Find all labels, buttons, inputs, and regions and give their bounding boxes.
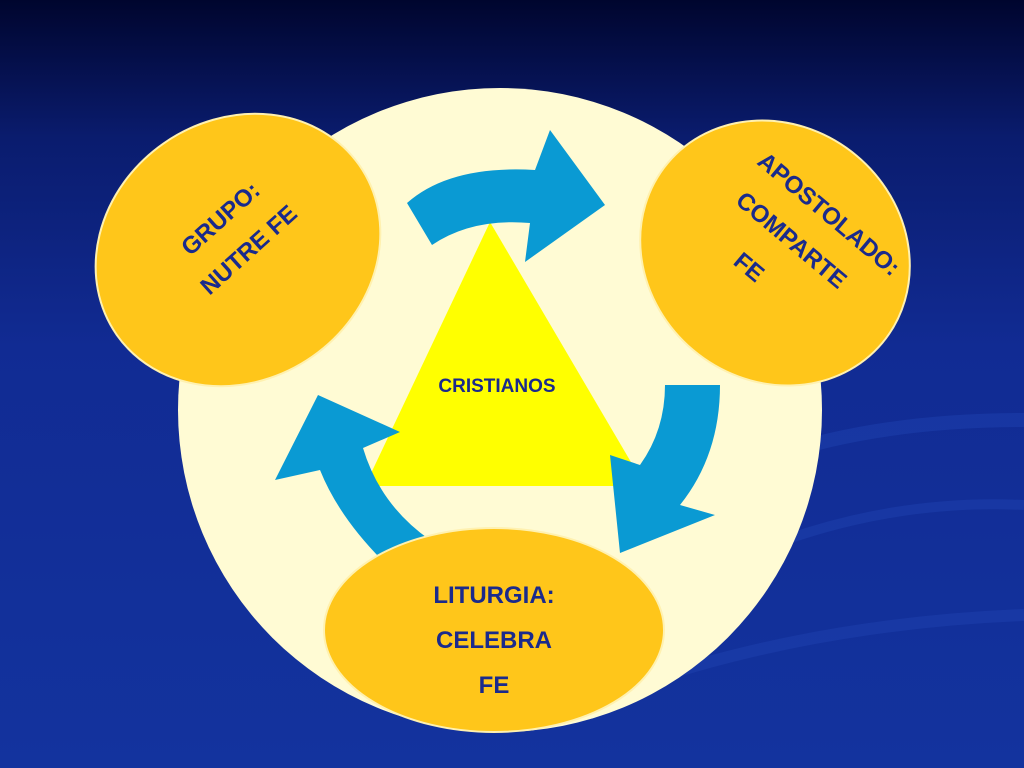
arrow-right	[610, 385, 720, 553]
liturgia-ellipse	[323, 527, 665, 733]
arrow-left	[275, 395, 430, 568]
liturgia-line1: LITURGIA:	[433, 582, 554, 609]
node-apostolado: APOSTOLADO: COMPARTE FE	[639, 119, 911, 387]
node-liturgia: LITURGIA: CELEBRA FE	[323, 527, 665, 733]
liturgia-line3: FE	[479, 672, 510, 699]
center-label: CRISTIANOS	[438, 376, 555, 397]
arrow-top	[407, 130, 605, 262]
apostolado-ellipse	[639, 119, 911, 387]
center-triangle	[365, 222, 645, 486]
node-grupo: GRUPO: NUTRE FE	[94, 112, 382, 388]
grupo-ellipse	[94, 112, 382, 388]
liturgia-line2: CELEBRA	[436, 627, 552, 654]
